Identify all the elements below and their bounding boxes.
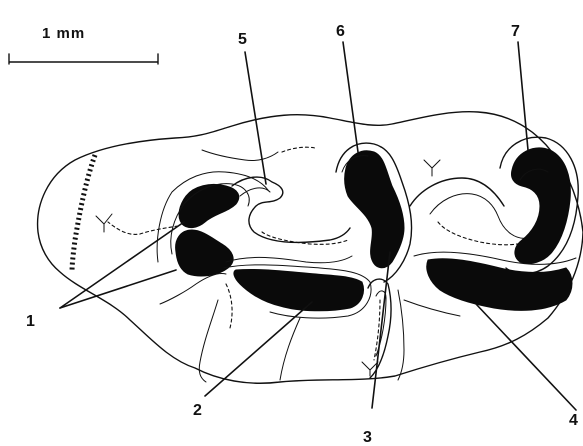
fold-5-upper-line [202,150,278,161]
leader-3 [372,252,390,408]
leader-2 [205,302,312,396]
leader-4 [476,304,576,410]
leader-lines [60,42,576,410]
fold-6-lower-line [226,256,352,263]
label-5: 5 [238,31,247,48]
enamel-island-1a [179,184,239,227]
scale-bar: 1 mm [9,25,158,64]
label-1: 1 [26,313,35,330]
right-lobe-dashed [438,222,532,245]
enamel-fold-6 [345,151,404,268]
scale-bar-label: 1 mm [42,25,85,42]
right-lower-line [404,300,460,316]
tooth-outline [38,112,583,384]
lower-left-ridge [160,273,226,304]
leader-1a [60,222,184,308]
enamel-island-1b [176,230,234,276]
enamel-fold-7 [511,148,570,264]
label-2: 2 [193,402,202,419]
leader-1b [60,270,176,308]
fold-3-outline [368,279,391,378]
fold-5-upper-dash [282,147,315,152]
wear-facet-hatch [72,155,95,272]
right-lobe-inner [430,194,528,239]
label-7: 7 [511,23,520,40]
enamel-band-4 [427,259,572,311]
fold-5-outline [232,177,350,242]
lower-left-dashed [226,284,232,328]
leader-7 [518,42,528,150]
leader-6 [343,42,358,152]
label-4: 4 [569,412,578,429]
fold-3-side-line [398,290,404,380]
lower-left-root [199,300,218,382]
right-lobe-y-mark [424,160,440,176]
scale-bar-line [9,54,158,64]
label-3: 3 [363,429,372,446]
enamel-band-2 [234,269,364,310]
right-lobe-outline [410,178,504,206]
label-6: 6 [336,23,345,40]
